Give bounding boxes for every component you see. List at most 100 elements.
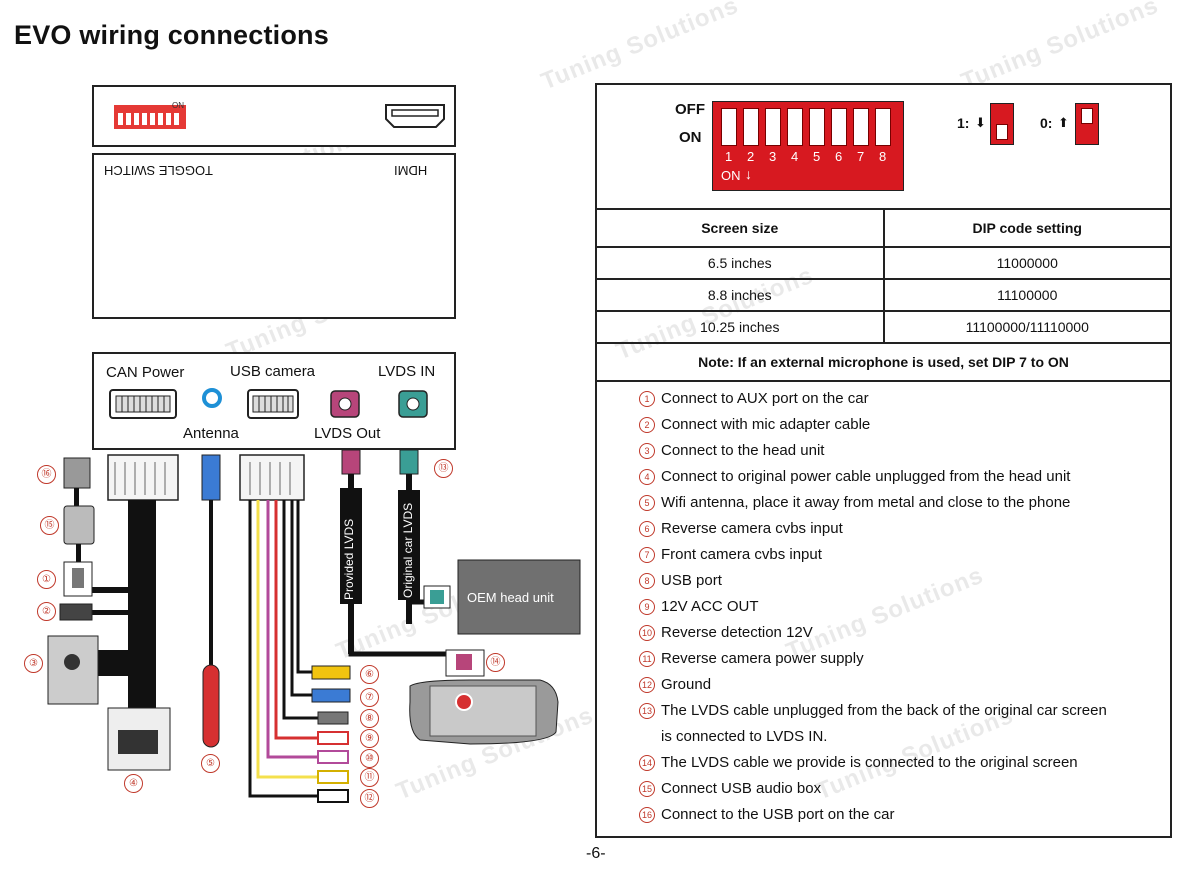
page-title: EVO wiring connections bbox=[14, 20, 329, 50]
down-arrow-icon: ⬇ bbox=[975, 115, 986, 130]
dip-switch-3[interactable] bbox=[765, 108, 781, 146]
dip-on-direction-label: ON bbox=[721, 168, 741, 183]
switch-on-example-icon bbox=[990, 103, 1014, 145]
oem-head-unit-box bbox=[457, 559, 581, 635]
callout-10: ⑩ bbox=[360, 749, 379, 768]
legend-number-badge: 3 bbox=[639, 443, 655, 459]
table-cell: 11100000/11110000 bbox=[882, 310, 1172, 344]
callout-8: ⑧ bbox=[360, 709, 379, 728]
legend-text: Connect to AUX port on the car bbox=[661, 390, 869, 407]
dip-position-label: 5 bbox=[813, 149, 821, 164]
dip-switch: 1 2 3 4 5 6 7 8 ON ↓ bbox=[712, 101, 904, 191]
mini-dip-on-label: ON bbox=[172, 101, 184, 110]
legend-number-badge: 13 bbox=[639, 703, 655, 719]
legend-number-badge: 1 bbox=[639, 391, 655, 407]
legend-number-badge: 7 bbox=[639, 547, 655, 563]
usb-plug-icon bbox=[63, 457, 91, 489]
legend-text: 12V ACC OUT bbox=[661, 598, 759, 615]
callout-14: ⑭ bbox=[486, 653, 505, 672]
table-cell: 6.5 inches bbox=[595, 246, 885, 280]
watermark: Tuning Solutions bbox=[537, 0, 743, 96]
callout-6: ⑥ bbox=[360, 665, 379, 684]
legend-item: 14 The LVDS cable we provide is connected… bbox=[639, 754, 1078, 771]
module-front-panel: CAN Power USB camera LVDS IN Antenna LVD… bbox=[92, 352, 456, 450]
callout-13: ⑬ bbox=[434, 459, 453, 478]
legend-number-badge: 8 bbox=[639, 573, 655, 589]
dip-switch-1[interactable] bbox=[721, 108, 737, 146]
callout-9: ⑨ bbox=[360, 729, 379, 748]
usb-port-plug-icon bbox=[317, 711, 349, 725]
legend-number-badge: 5 bbox=[639, 495, 655, 511]
dip-switch-6[interactable] bbox=[831, 108, 847, 146]
legend-text: The LVDS cable we provide is connected t… bbox=[661, 754, 1078, 771]
setting-zero-label: 0: bbox=[1040, 115, 1053, 131]
head-unit-connector-icon bbox=[47, 635, 99, 705]
module-top-panel: ON bbox=[92, 85, 456, 147]
lvds-in-label: LVDS IN bbox=[378, 363, 436, 380]
legend-text: Reverse detection 12V bbox=[661, 624, 813, 641]
legend-text: is connected to LVDS IN. bbox=[661, 728, 828, 745]
can-power-plug-icon bbox=[107, 454, 179, 501]
oem-head-unit-label: OEM head unit bbox=[467, 590, 554, 605]
antenna-port-icon bbox=[202, 388, 222, 408]
usb-audio-box-icon bbox=[63, 505, 95, 545]
dip-settings-table: Screen size DIP code setting 6.5 inches … bbox=[595, 208, 1172, 382]
dip-position-label: 4 bbox=[791, 149, 799, 164]
table-cell: 11100000 bbox=[882, 278, 1172, 312]
legend-text: Connect to the USB port on the car bbox=[661, 806, 895, 823]
callout-3: ③ bbox=[24, 654, 43, 673]
legend-text: Connect to the head unit bbox=[661, 442, 825, 459]
table-header-row: Screen size DIP code setting bbox=[595, 208, 1172, 248]
rca-plug-blue-icon bbox=[311, 688, 351, 703]
usb-camera-plug-icon bbox=[239, 454, 305, 501]
hdmi-port-icon bbox=[385, 104, 445, 128]
callout-15: ⑮ bbox=[40, 516, 59, 535]
legend-text: Connect to original power cable unplugge… bbox=[661, 468, 1071, 485]
down-arrow-icon: ↓ bbox=[745, 166, 752, 182]
legend-item: 1 Connect to AUX port on the car bbox=[639, 390, 869, 407]
dip-switch-7[interactable] bbox=[853, 108, 869, 146]
table-cell: 8.8 inches bbox=[595, 278, 885, 312]
table-note-row: Note: If an external microphone is used,… bbox=[595, 342, 1172, 382]
toggle-switch-label: TOGGLE SWITCH bbox=[104, 163, 213, 178]
legend-text: USB port bbox=[661, 572, 722, 589]
legend-number-badge: 6 bbox=[639, 521, 655, 537]
table-row: 10.25 inches 11100000/11110000 bbox=[595, 310, 1172, 344]
legend-item: 8 USB port bbox=[639, 572, 722, 589]
dip-switch-panel: OFF ON 1 2 3 4 5 6 7 8 ON ↓ 1: ⬇ 0: ⬆ bbox=[595, 83, 1172, 210]
antenna-label: Antenna bbox=[183, 425, 239, 442]
table-row: 8.8 inches 11100000 bbox=[595, 278, 1172, 312]
dip-switch-4[interactable] bbox=[787, 108, 803, 146]
dip-switch-2[interactable] bbox=[743, 108, 759, 146]
usb-camera-port-icon bbox=[247, 389, 299, 419]
table-cell: 10.25 inches bbox=[595, 310, 885, 344]
legend-text: Front camera cvbs input bbox=[661, 546, 822, 563]
lvds-out-plug-icon bbox=[341, 449, 361, 475]
usb-camera-label: USB camera bbox=[230, 363, 316, 380]
page-number: -6- bbox=[586, 845, 606, 862]
table-header-cell: DIP code setting bbox=[882, 208, 1172, 248]
lvds-in-port-icon bbox=[398, 390, 428, 418]
callout-7: ⑦ bbox=[360, 688, 379, 707]
legend-text: Reverse camera cvbs input bbox=[661, 520, 843, 537]
callout-1: ① bbox=[37, 570, 56, 589]
wifi-antenna-icon bbox=[202, 664, 220, 748]
dip-switch-5[interactable] bbox=[809, 108, 825, 146]
dip-position-label: 8 bbox=[879, 149, 887, 164]
callout-5: ⑤ bbox=[201, 754, 220, 773]
setting-one-label: 1: bbox=[957, 115, 970, 131]
callout-2: ② bbox=[37, 602, 56, 621]
legend-number-badge: 14 bbox=[639, 755, 655, 771]
dip-switch-8[interactable] bbox=[875, 108, 891, 146]
callout-4: ④ bbox=[124, 774, 143, 793]
callout-16: ⑯ bbox=[37, 465, 56, 484]
